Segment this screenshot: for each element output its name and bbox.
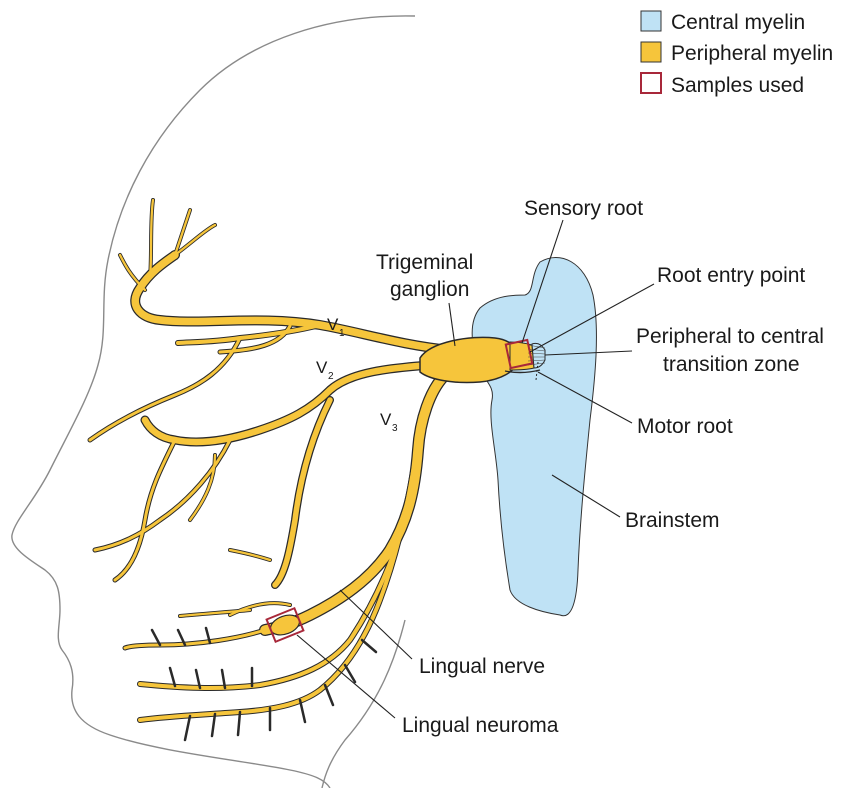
legend-label-samples: Samples used [671,74,804,97]
label-v3-index: 3 [392,423,398,434]
label-trigeminal-1: Trigeminal [376,251,473,274]
label-root-entry: Root entry point [657,264,805,287]
legend: Central myelin Peripheral myelin Samples… [641,11,833,97]
label-transition-2: transition zone [663,353,800,376]
label-brainstem: Brainstem [625,509,720,532]
legend-swatch-peripheral [641,42,661,62]
face-profile-outline [12,16,415,788]
legend-label-central: Central myelin [671,11,805,34]
label-transition-1: Peripheral to central [636,325,824,348]
label-v1: V [327,315,339,334]
label-sensory-root: Sensory root [524,197,643,220]
label-lingual-nerve: Lingual nerve [419,655,545,678]
jaw-outline [322,620,405,788]
label-lingual-neuroma: Lingual neuroma [402,714,559,737]
label-trigeminal-2: ganglion [390,278,469,301]
leader-trigeminal [449,303,455,346]
label-v3: V [380,410,392,429]
brainstem-shape [472,257,596,615]
lingual-neuroma [267,608,304,641]
label-motor-root: Motor root [637,415,733,438]
legend-swatch-central [641,11,661,31]
label-v2-index: 2 [328,371,334,382]
legend-swatch-samples [641,73,661,93]
label-v2: V [316,358,328,377]
label-v1-index: 1 [339,328,345,339]
legend-label-peripheral: Peripheral myelin [671,42,833,65]
